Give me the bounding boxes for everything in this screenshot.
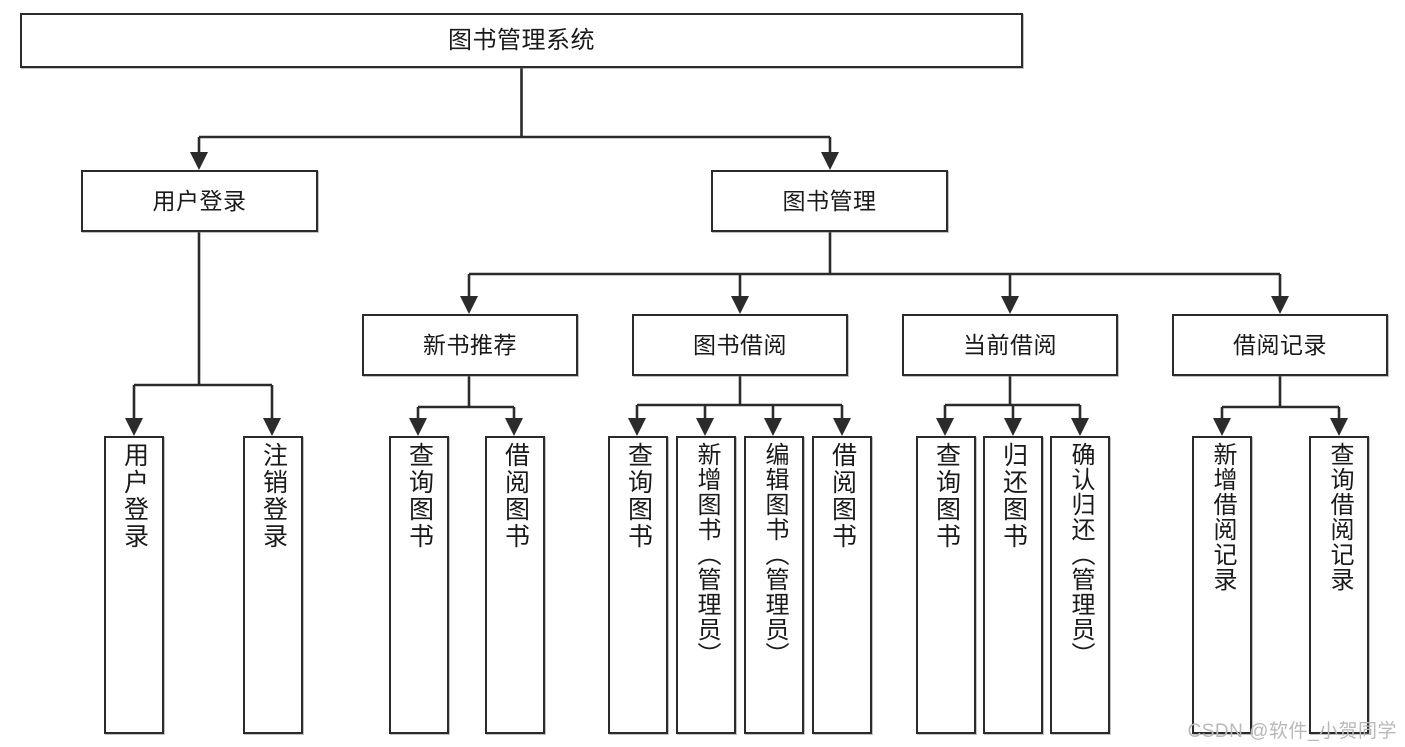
node-label: 确认归还（管理员）: [1067, 442, 1094, 667]
node-label: 新书推荐: [423, 331, 517, 358]
node-label: 编辑图书（管理员）: [761, 442, 788, 667]
node-label: 借阅图书: [501, 442, 530, 550]
node-label: 归还图书: [999, 442, 1028, 550]
leaf-search-book-recommend[interactable]: 查询图书: [389, 436, 449, 734]
node-label: 用户登录: [152, 187, 247, 214]
node-book-management[interactable]: 图书管理: [711, 170, 948, 232]
leaf-add-book-admin[interactable]: 新增图书（管理员）: [676, 436, 736, 734]
node-label: 查询图书: [405, 442, 434, 550]
node-current-borrow[interactable]: 当前借阅: [902, 314, 1118, 376]
node-label: 图书管理系统: [448, 26, 595, 54]
node-label: 用户登录: [120, 442, 149, 550]
csdn-watermark: CSDN @软件_小贺同学: [1187, 721, 1397, 742]
node-label: 新增图书（管理员）: [693, 442, 720, 667]
node-label: 借阅图书: [828, 442, 857, 550]
leaf-confirm-return-admin[interactable]: 确认归还（管理员）: [1050, 436, 1110, 734]
node-new-book-recommend[interactable]: 新书推荐: [362, 314, 578, 376]
leaf-add-borrow-record[interactable]: 新增借阅记录: [1192, 436, 1252, 734]
node-label: 图书借阅: [693, 331, 787, 358]
leaf-search-book-current[interactable]: 查询图书: [916, 436, 976, 734]
leaf-borrow-book-recommend[interactable]: 借阅图书: [485, 436, 545, 734]
leaf-edit-book-admin[interactable]: 编辑图书（管理员）: [744, 436, 804, 734]
node-label: 图书管理: [782, 187, 877, 214]
node-user-login[interactable]: 用户登录: [81, 170, 318, 232]
leaf-user-login[interactable]: 用户登录: [104, 436, 164, 734]
leaf-return-book[interactable]: 归还图书: [983, 436, 1043, 734]
node-label: 查询借阅记录: [1326, 442, 1353, 592]
node-borrow-records[interactable]: 借阅记录: [1172, 314, 1388, 376]
node-label: 新增借阅记录: [1209, 442, 1236, 592]
node-label: 借阅记录: [1233, 331, 1327, 358]
node-label: 查询图书: [932, 442, 961, 550]
node-book-borrow[interactable]: 图书借阅: [632, 314, 848, 376]
node-label: 查询图书: [624, 442, 653, 550]
node-root-library-system[interactable]: 图书管理系统: [20, 13, 1023, 68]
leaf-logout[interactable]: 注销登录: [243, 436, 303, 734]
leaf-search-book-borrow[interactable]: 查询图书: [608, 436, 668, 734]
leaf-search-borrow-record[interactable]: 查询借阅记录: [1309, 436, 1369, 734]
leaf-borrow-book[interactable]: 借阅图书: [812, 436, 872, 734]
node-label: 注销登录: [259, 442, 288, 550]
node-label: 当前借阅: [963, 331, 1057, 358]
